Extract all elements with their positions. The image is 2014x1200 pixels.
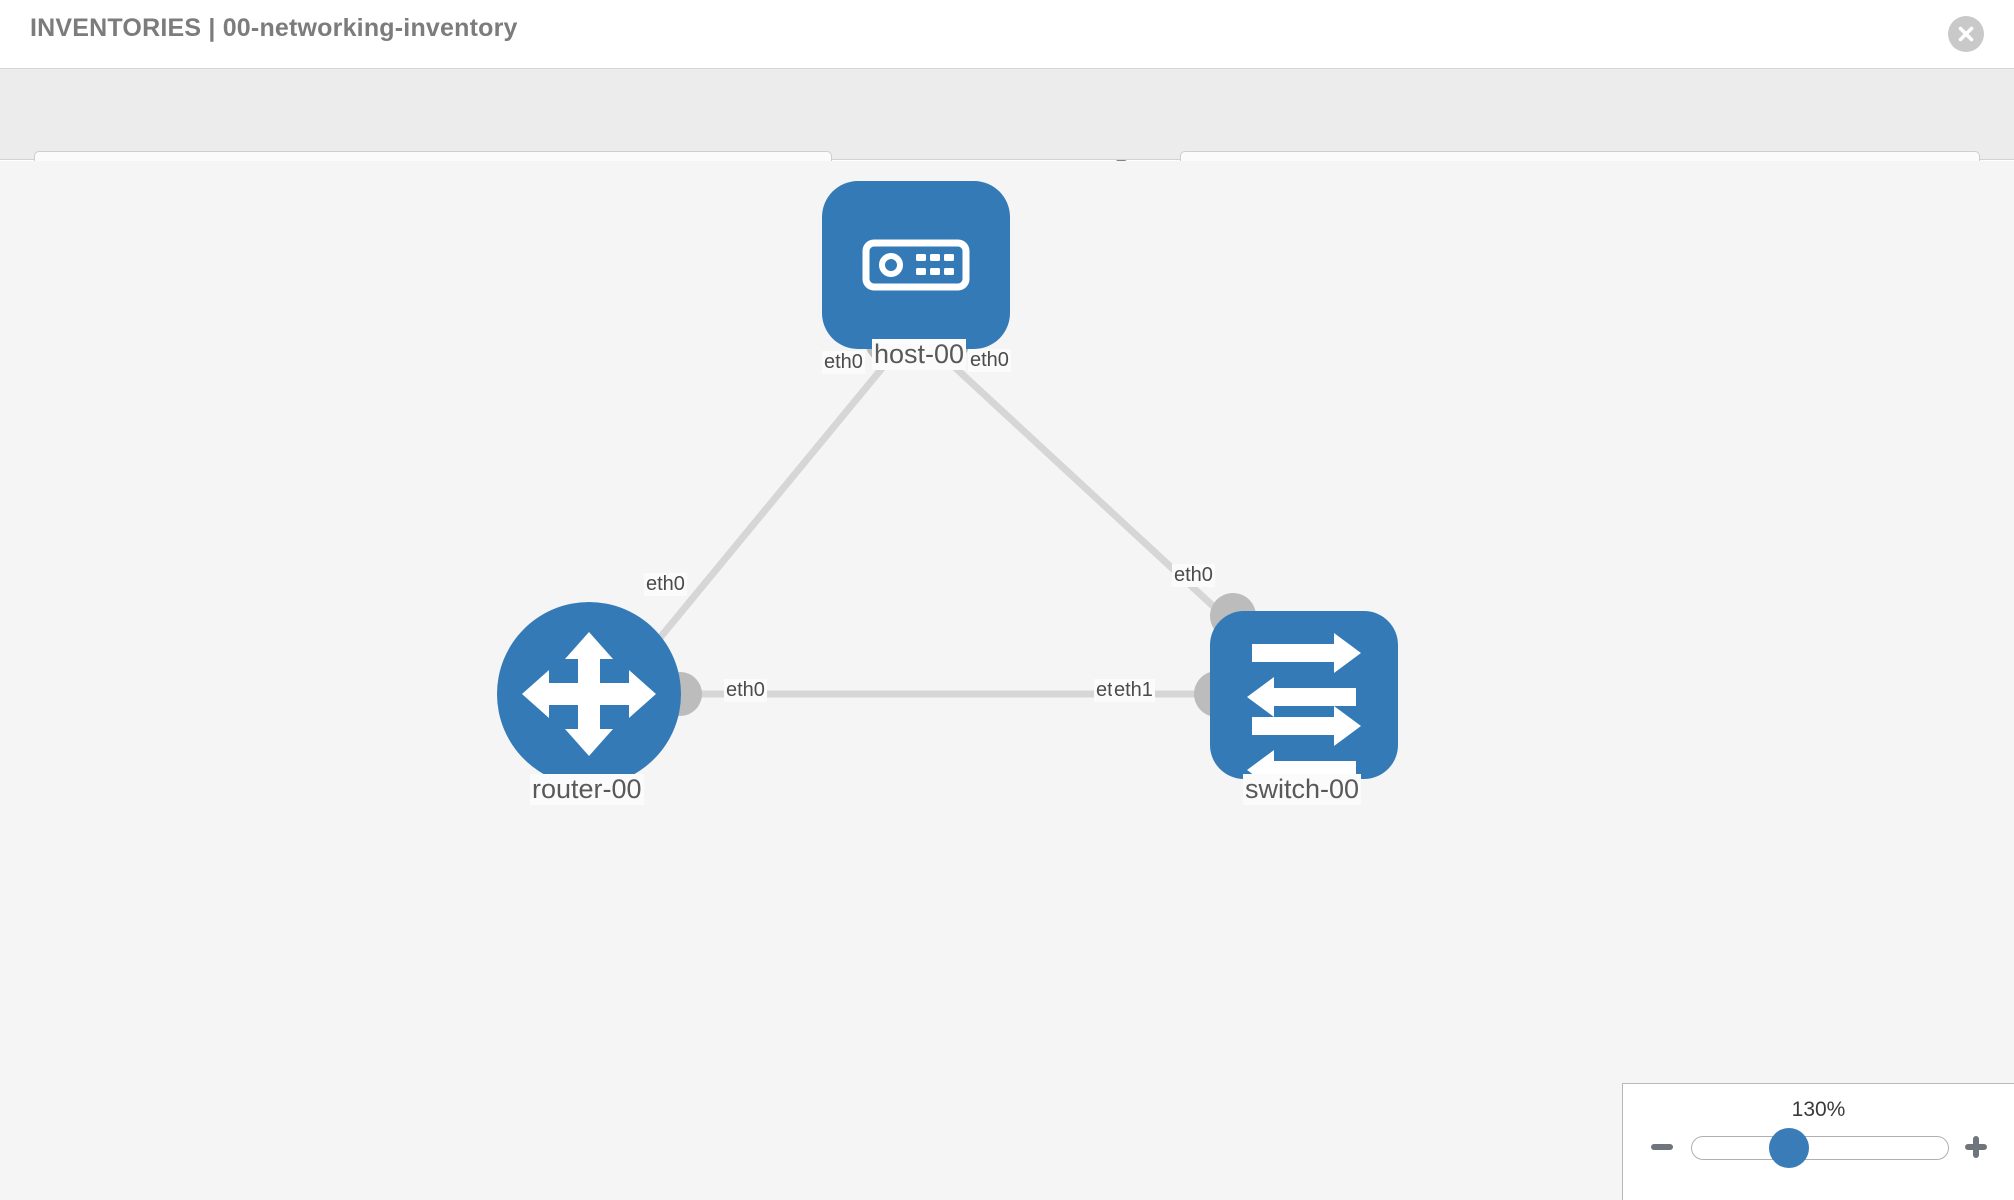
iface-label-switch00-eth1: eth1 — [1112, 679, 1155, 702]
toolbar: ACTIONS SEARCH — [0, 68, 2014, 203]
edge-host00-switch00 — [944, 357, 1244, 635]
router-arrows-icon — [522, 632, 656, 756]
zoom-control-panel: 130% — [1622, 1083, 2014, 1200]
node-host-00 — [822, 181, 1010, 349]
node-label-host-00: host-00 — [872, 339, 967, 370]
topology-edges — [641, 357, 1244, 698]
topology-graph — [497, 181, 1398, 790]
edge-host00-router00 — [641, 357, 892, 660]
node-switch-00 — [1210, 611, 1398, 790]
node-host-00-hit[interactable] — [822, 181, 1010, 349]
topology-connectors — [658, 316, 1256, 717]
zoom-out-button[interactable] — [1645, 1130, 1679, 1164]
node-switch-00-hit[interactable] — [1210, 611, 1398, 779]
zoom-slider[interactable] — [1691, 1136, 1949, 1160]
topology-canvas[interactable]: host-00 router-00 switch-00 eth0 eth0 et… — [0, 161, 2014, 1200]
iface-label-router00-uplink: eth0 — [644, 573, 687, 596]
iface-label-host00-left: eth0 — [822, 351, 865, 374]
node-router-00-hit[interactable] — [497, 602, 681, 786]
close-icon[interactable] — [1948, 16, 1984, 52]
iface-label-router00-eth0: eth0 — [724, 679, 767, 702]
server-icon — [862, 239, 970, 291]
switch-arrows-icon — [1247, 633, 1361, 790]
iface-label-switch00-uplink: eth0 — [1172, 564, 1215, 587]
node-router-00 — [497, 602, 681, 786]
iface-label-host00-right: eth0 — [968, 349, 1011, 372]
node-label-switch-00: switch-00 — [1243, 774, 1362, 805]
node-label-router-00: router-00 — [530, 774, 644, 805]
zoom-slider-thumb[interactable] — [1769, 1128, 1809, 1168]
zoom-percent-label: 130% — [1791, 1098, 1846, 1121]
page-header: INVENTORIES | 00-networking-inventory — [0, 0, 2014, 68]
page-title: INVENTORIES | 00-networking-inventory — [30, 14, 518, 42]
zoom-in-button[interactable] — [1959, 1130, 1993, 1164]
